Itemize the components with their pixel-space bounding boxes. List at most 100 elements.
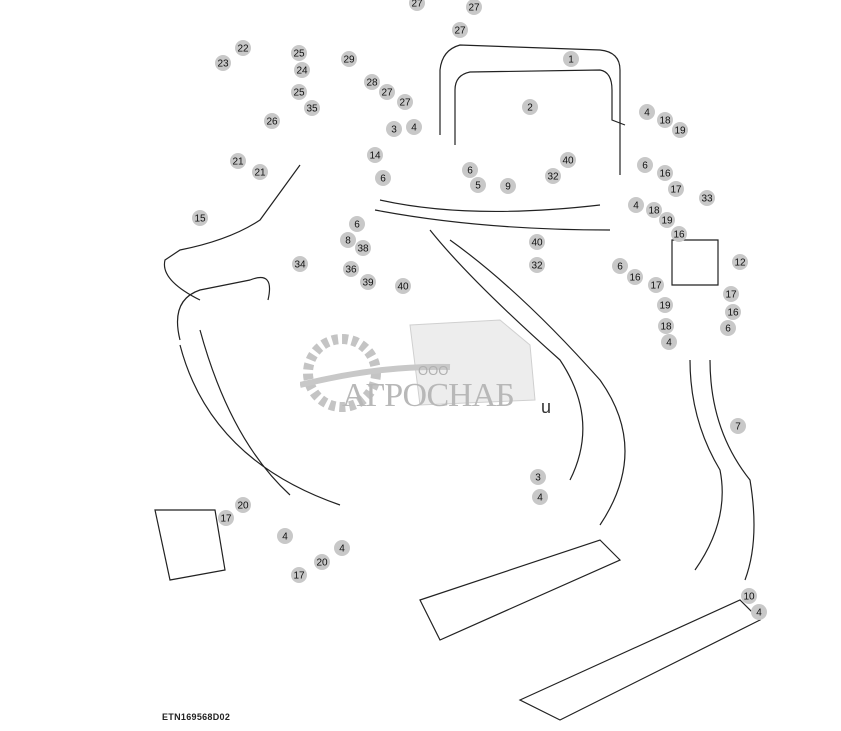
callout-4: 4: [406, 119, 422, 135]
callout-17: 17: [218, 510, 234, 526]
callout-7: 7: [730, 418, 746, 434]
svg-text:29: 29: [343, 55, 355, 66]
svg-text:16: 16: [659, 169, 671, 180]
svg-text:6: 6: [725, 324, 731, 335]
callout-16: 16: [627, 269, 643, 285]
svg-text:21: 21: [232, 157, 244, 168]
svg-text:20: 20: [316, 558, 328, 569]
svg-text:6: 6: [354, 220, 360, 231]
callout-27: 27: [466, 0, 482, 15]
callout-4: 4: [639, 104, 655, 120]
callout-17: 17: [668, 181, 684, 197]
callout-6: 6: [375, 170, 391, 186]
hose-line: [671, 239, 719, 286]
callout-27: 27: [409, 0, 425, 11]
callout-19: 19: [659, 212, 675, 228]
callout-15: 15: [192, 210, 208, 226]
callout-27: 27: [452, 22, 468, 38]
svg-text:12: 12: [734, 258, 746, 269]
svg-text:17: 17: [220, 514, 232, 525]
callout-4: 4: [628, 197, 644, 213]
callout-20: 20: [235, 497, 251, 513]
svg-text:27: 27: [411, 0, 423, 10]
svg-text:17: 17: [293, 571, 305, 582]
callout-4: 4: [661, 334, 677, 350]
svg-text:27: 27: [381, 88, 393, 99]
svg-text:21: 21: [254, 168, 266, 179]
callout-19: 19: [672, 122, 688, 138]
svg-text:4: 4: [411, 123, 417, 134]
hose-line: [163, 164, 301, 301]
svg-text:18: 18: [660, 322, 672, 333]
callout-9: 9: [500, 178, 516, 194]
callout-4: 4: [334, 540, 350, 556]
callout-40: 40: [529, 234, 545, 250]
svg-text:4: 4: [756, 608, 762, 619]
callout-25: 25: [291, 45, 307, 61]
svg-text:16: 16: [727, 308, 739, 319]
callout-40: 40: [560, 152, 576, 168]
svg-text:38: 38: [357, 244, 369, 255]
hose-line: [439, 44, 621, 175]
callout-22: 22: [235, 40, 251, 56]
watermark-prefix: ООО: [418, 363, 449, 378]
callout-4: 4: [277, 528, 293, 544]
callout-38: 38: [355, 240, 371, 256]
watermark-suffix: u: [541, 397, 552, 417]
callout-17: 17: [648, 277, 664, 293]
svg-text:17: 17: [650, 281, 662, 292]
callout-21: 21: [230, 153, 246, 169]
hose-line: [709, 359, 755, 581]
svg-text:32: 32: [547, 172, 559, 183]
svg-text:6: 6: [617, 262, 623, 273]
callout-16: 16: [657, 165, 673, 181]
callout-2: 2: [522, 99, 538, 115]
callout-21: 21: [252, 164, 268, 180]
hose-line: [454, 69, 626, 145]
callout-35: 35: [304, 100, 320, 116]
hose-line: [449, 239, 626, 526]
callout-6: 6: [637, 157, 653, 173]
callout-6: 6: [612, 258, 628, 274]
svg-text:28: 28: [366, 78, 378, 89]
callout-32: 32: [529, 257, 545, 273]
svg-text:4: 4: [666, 338, 672, 349]
svg-text:39: 39: [362, 278, 374, 289]
callout-20: 20: [314, 554, 330, 570]
callout-39: 39: [360, 274, 376, 290]
callout-18: 18: [658, 318, 674, 334]
hose-line: [154, 509, 226, 581]
callout-25: 25: [291, 84, 307, 100]
callout-23: 23: [215, 55, 231, 71]
hose-line: [689, 359, 723, 571]
svg-text:19: 19: [659, 301, 671, 312]
callout-5: 5: [470, 177, 486, 193]
callout-28: 28: [364, 74, 380, 90]
svg-text:7: 7: [735, 422, 741, 433]
svg-text:19: 19: [661, 216, 673, 227]
callout-16: 16: [725, 304, 741, 320]
svg-text:4: 4: [633, 201, 639, 212]
callout-16: 16: [671, 226, 687, 242]
svg-text:33: 33: [701, 194, 713, 205]
svg-text:35: 35: [306, 104, 318, 115]
svg-text:18: 18: [648, 206, 660, 217]
svg-text:1: 1: [568, 55, 574, 66]
watermark-name: АГРОСНАБ: [342, 377, 515, 414]
callout-12: 12: [732, 254, 748, 270]
svg-text:25: 25: [293, 49, 305, 60]
svg-text:27: 27: [399, 98, 411, 109]
callout-17: 17: [723, 286, 739, 302]
callout-3: 3: [530, 469, 546, 485]
svg-text:17: 17: [670, 185, 682, 196]
callout-26: 26: [264, 113, 280, 129]
callout-36: 36: [343, 261, 359, 277]
svg-text:34: 34: [294, 260, 306, 271]
svg-text:40: 40: [531, 238, 543, 249]
callout-27: 27: [379, 84, 395, 100]
callout-24: 24: [294, 62, 310, 78]
callout-14: 14: [367, 147, 383, 163]
callout-17: 17: [291, 567, 307, 583]
callout-6: 6: [720, 320, 736, 336]
